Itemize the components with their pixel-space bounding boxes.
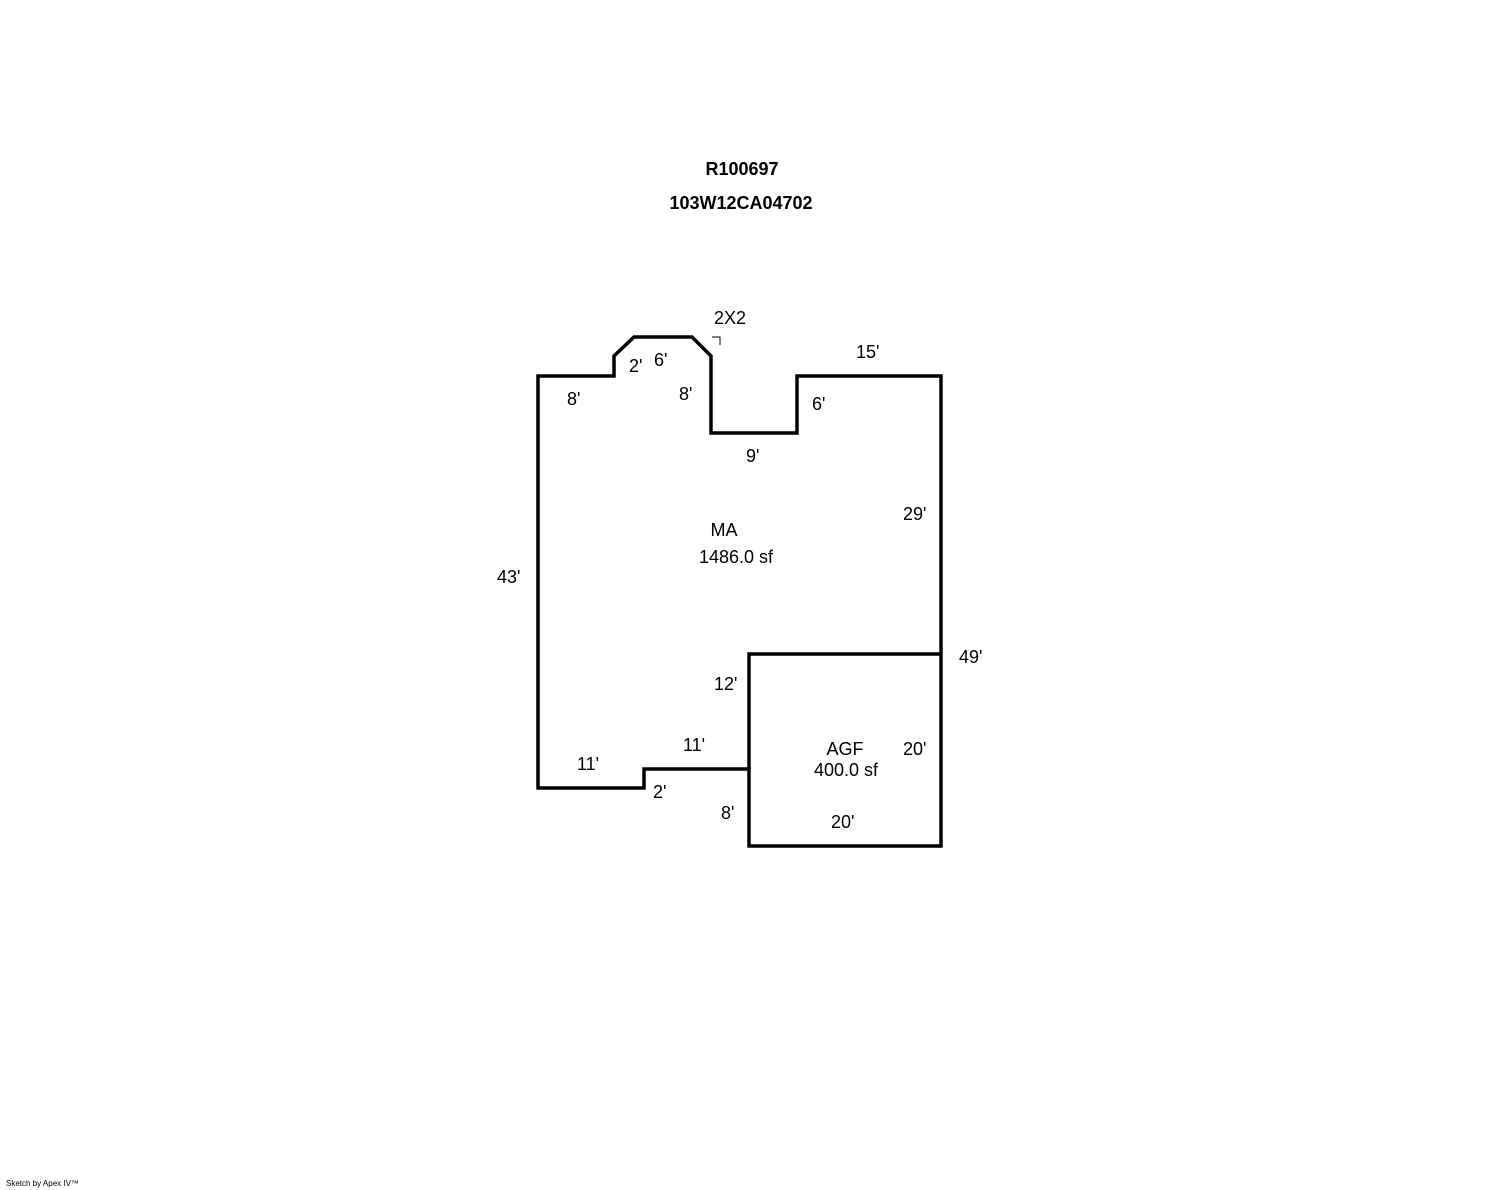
dim-ma-right: 29' <box>903 504 927 524</box>
bay-annotation: 2X2 <box>714 308 747 328</box>
dim-notch-right: 6' <box>812 394 826 414</box>
main-area-outline <box>536 335 943 848</box>
map-number: 103W12CA04702 <box>669 193 813 213</box>
area-size-agf: 400.0 sf <box>813 760 879 780</box>
dim-bay-side: 2' <box>629 356 643 376</box>
footer-credit: Sketch by Apex IV™ <box>6 1179 79 1188</box>
dim-step-top: 11' <box>683 735 706 755</box>
dim-bay-top: 6' <box>654 350 668 370</box>
dim-total-right: 49' <box>959 647 983 667</box>
dim-garage-right: 20' <box>903 739 927 759</box>
dim-garage-lower-left: 8' <box>721 803 735 823</box>
dim-ma-bottom: 11' <box>577 754 600 774</box>
area-label-ma: MA <box>710 520 738 540</box>
garage-divider <box>747 652 941 769</box>
area-label-agf: AGF <box>826 739 864 759</box>
bay-corner-mark <box>712 336 721 345</box>
dim-step-side: 2' <box>653 782 667 802</box>
dim-garage-left: 12' <box>714 674 738 694</box>
dim-notch-bottom: 9' <box>746 446 760 466</box>
dim-notch-left: 8' <box>679 384 693 404</box>
dim-ma-top-left: 8' <box>567 389 581 409</box>
dim-ma-top-right: 15' <box>856 342 880 362</box>
dim-ma-left: 43' <box>497 567 521 587</box>
parcel-id: R100697 <box>705 159 779 179</box>
dim-garage-bottom: 20' <box>831 812 855 832</box>
area-size-ma: 1486.0 sf <box>698 547 774 567</box>
